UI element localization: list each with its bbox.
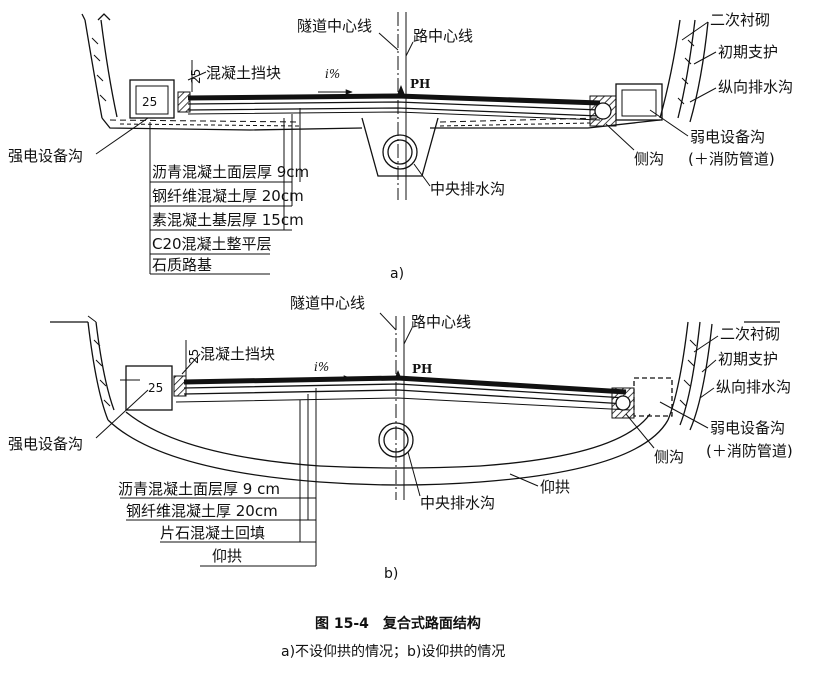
road-centerline-label-a: 路中心线 [413,27,473,45]
layer-callouts-a: 沥青混凝土面层厚 9cm 钢纤维混凝土厚 20cm 素混凝土基层厚 15cm C… [149,108,309,275]
central-drain-label-a: 中央排水沟 [430,180,505,198]
fire-pipe-label-a: (＋消防管道) [688,150,775,168]
longitudinal-drain-label-b: 纵向排水沟 [716,378,791,396]
strong-current-label-b: 强电设备沟 [8,435,83,453]
layer-a-4: 石质路基 [152,256,212,274]
secondary-lining-label-b: 二次衬砌 [720,325,780,343]
layer-a-0: 沥青混凝土面层厚 9cm [152,163,309,181]
curb-label-a: 混凝土挡块 [206,64,281,82]
curb-block-a [177,91,191,113]
weak-current-trench-a [615,83,663,121]
ph-label-b: PH [412,362,432,376]
strong-current-trench-a: 25 [129,79,175,119]
longitudinal-drain-label-a: 纵向排水沟 [718,78,793,96]
subgrade-line-a [101,117,661,131]
invert-arch-b [107,411,669,486]
slope-label-b: i% [314,360,329,374]
fire-pipe-label-b: (＋消防管道) [706,442,793,460]
layer-b-0: 沥青混凝土面层厚 9 cm [118,480,280,498]
sub-label-b: b) [384,566,398,582]
layer-b-1: 钢纤维混凝土厚 20cm [126,502,278,520]
slope-label-a: i% [325,67,340,81]
weak-current-label-b: 弱电设备沟 [710,419,785,437]
right-lining-b [667,321,713,431]
dim-25-box-a: 25 [142,95,157,109]
side-ditch-b [611,387,635,419]
initial-support-label-b: 初期支护 [718,350,778,368]
central-drain-label-b: 中央排水沟 [420,494,495,512]
side-ditch-a [589,95,617,127]
left-lining-b [87,315,115,421]
road-surface-a [187,93,601,121]
diagram-b: 25 隧道中心线 路中心线 PH i% 混凝土挡块 25 [8,294,793,582]
secondary-lining-label-a: 二次衬砌 [710,11,770,29]
figure-caption-subtitle: a)不设仰拱的情况；b)设仰拱的情况 [281,644,505,660]
layer-a-3: C20混凝土整平层 [152,235,272,253]
sub-label-a: a) [390,266,404,282]
curb-block-b [173,375,187,397]
tunnel-centerline-label-b: 隧道中心线 [290,294,365,312]
figure-caption-title: 图 15-4 复合式路面结构 [315,615,481,632]
strong-current-label-a: 强电设备沟 [8,147,83,165]
layer-a-2: 素混凝土基层厚 15cm [152,211,304,229]
side-ditch-label-a: 侧沟 [634,150,664,168]
layer-callouts-b: 沥青混凝土面层厚 9 cm 钢纤维混凝土厚 20cm 片石混凝土回填 仰拱 [118,388,317,567]
weak-current-label-a: 弱电设备沟 [690,128,765,146]
left-lining-a [81,13,118,119]
ph-label-a: PH [410,77,430,91]
initial-support-label-a: 初期支护 [718,43,778,61]
road-surface-b [175,375,631,411]
layer-b-3: 仰拱 [212,547,242,565]
layer-a-1: 钢纤维混凝土厚 20cm [152,187,304,205]
central-drain-a [361,117,439,177]
layer-b-2: 片石混凝土回填 [160,524,265,542]
dim-25-top-b: 25 [187,349,201,364]
strong-current-trench-b: 25 [120,365,173,411]
road-centerline-label-b: 路中心线 [411,313,471,331]
dim-25-box-b: 25 [148,381,163,395]
right-lining-a [659,19,709,123]
invert-label-b: 仰拱 [540,478,570,496]
dim-25-top-a: 25 [189,69,203,84]
curb-label-b: 混凝土挡块 [200,345,275,363]
tunnel-centerline-label-a: 隧道中心线 [297,17,372,35]
side-ditch-label-b: 侧沟 [654,448,684,466]
diagram-a: 25 隧道中心线 路中心线 PH i% 混凝土挡块 [8,11,793,282]
weak-current-trench-b [633,377,673,417]
